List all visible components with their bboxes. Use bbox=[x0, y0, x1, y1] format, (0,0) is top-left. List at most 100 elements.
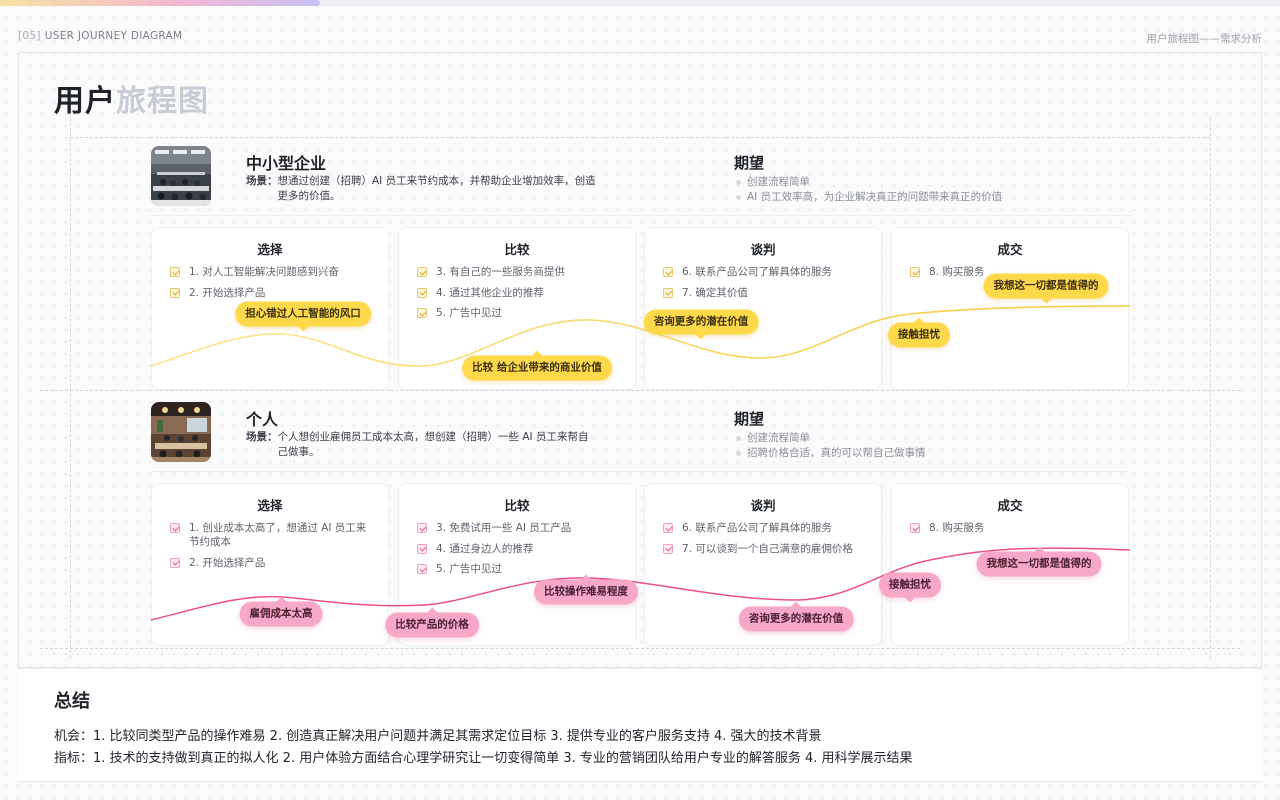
checkbox-icon bbox=[417, 308, 427, 318]
emotion-bubble: 比较操作难易程度 bbox=[534, 574, 638, 605]
stage-title: 比较 bbox=[504, 242, 530, 257]
stage-title: 选择 bbox=[257, 498, 283, 513]
checkbox-icon bbox=[417, 564, 427, 574]
guide-line bbox=[40, 648, 1240, 649]
expectation-list-sme: 创建流程简单 AI 员工效率高，为企业解决真正的问题带来真正的价值 bbox=[734, 175, 1002, 205]
persona-name-sme: 中小型企业 bbox=[246, 154, 327, 173]
scenario-label: 场景： bbox=[246, 431, 278, 443]
item-text: 4. 通过身边人的推荐 bbox=[436, 542, 534, 555]
checkbox-icon bbox=[170, 267, 180, 277]
office-photo-icon bbox=[151, 146, 211, 206]
list-item: 4. 通过其他企业的推荐 bbox=[417, 286, 617, 300]
stage-title: 谈判 bbox=[750, 498, 776, 513]
persona-divider bbox=[151, 215, 1131, 216]
list-item: 4. 通过身边人的推荐 bbox=[417, 542, 617, 556]
emotion-bubble: 担心错过人工智能的风口 bbox=[235, 301, 371, 332]
expectation-list-individual: 创建流程简单 招聘价格合适，真的可以帮自己做事情 bbox=[734, 431, 926, 461]
persona-photo-individual bbox=[151, 402, 211, 462]
emotion-bubble: 比较产品的价格 bbox=[385, 607, 479, 638]
stage-title: 选择 bbox=[257, 242, 283, 257]
checkbox-icon bbox=[663, 523, 673, 533]
page-title-light: 旅程图 bbox=[116, 84, 209, 119]
persona-scenario-sme: 场景： 想通过创建（招聘）AI 员工来节约成本，并帮助企业增加效率，创造更多的价… bbox=[246, 174, 596, 204]
item-text: 3. 免费试用一些 AI 员工产品 bbox=[436, 522, 572, 534]
emotion-bubble: 咨询更多的潜在价值 bbox=[738, 601, 854, 632]
persona-scenario-individual: 场景： 个人想创业雇佣员工成本太高，想创建（招聘）一些 AI 员工来帮自己做事。 bbox=[246, 430, 596, 460]
stage-items: 3. 有自己的一些服务商提供 4. 通过其他企业的推荐 5. 广告中见过 bbox=[417, 265, 617, 320]
list-item: 3. 免费试用一些 AI 员工产品 bbox=[417, 521, 617, 535]
guide-line bbox=[1210, 118, 1211, 658]
expectation-item: 创建流程简单 bbox=[734, 175, 1002, 190]
list-item: 2. 开始选择产品 bbox=[170, 556, 370, 570]
item-text: 8. 购买服务 bbox=[929, 266, 985, 278]
stage-title: 成交 bbox=[997, 498, 1023, 513]
page-title: 用户旅程图 bbox=[54, 76, 209, 120]
scenario-label: 场景： bbox=[246, 175, 278, 187]
expectation-item: AI 员工效率高，为企业解决真正的问题带来真正的价值 bbox=[734, 190, 1002, 205]
list-item: 8. 购买服务 bbox=[910, 521, 1110, 535]
stage-card-negotiate: 谈判 6. 联系产品公司了解具体的服务 7. 确定其价值 bbox=[644, 227, 882, 390]
item-text: 1. 对人工智能解决问题感到兴奋 bbox=[189, 266, 339, 278]
item-text: 6. 联系产品公司了解具体的服务 bbox=[682, 522, 832, 534]
list-item: 5. 广告中见过 bbox=[417, 306, 617, 320]
checkbox-icon bbox=[170, 287, 180, 298]
checkbox-icon bbox=[417, 523, 427, 533]
item-text: 2. 开始选择产品 bbox=[189, 556, 266, 569]
item-text: 7. 确定其价值 bbox=[682, 286, 748, 299]
list-item: 2. 开始选择产品 bbox=[170, 286, 370, 300]
checkbox-icon bbox=[417, 543, 427, 554]
top-progress-track bbox=[0, 0, 1280, 6]
section-label: [05]USER JOURNEY DIAGRAM bbox=[18, 30, 182, 42]
checkbox-icon bbox=[663, 543, 673, 554]
guide-line bbox=[40, 390, 1240, 391]
guide-line bbox=[70, 137, 1210, 138]
stage-items: 1. 对人工智能解决问题感到兴奋 2. 开始选择产品 bbox=[170, 265, 370, 300]
checkbox-icon bbox=[417, 267, 427, 277]
item-text: 5. 广告中见过 bbox=[436, 307, 502, 319]
section-number: [05] bbox=[18, 30, 41, 42]
emotion-bubble: 接触担忧 bbox=[879, 572, 941, 603]
diagram-frame bbox=[18, 52, 1262, 668]
item-text: 6. 联系产品公司了解具体的服务 bbox=[682, 266, 832, 278]
top-progress-fill bbox=[0, 0, 320, 6]
item-text: 4. 通过其他企业的推荐 bbox=[436, 286, 544, 299]
item-text: 7. 可以谈到一个自己满意的雇佣价格 bbox=[682, 542, 853, 555]
list-item: 1. 创业成本太高了，想通过 AI 员工来节约成本 bbox=[170, 521, 370, 549]
item-text: 5. 广告中见过 bbox=[436, 563, 502, 575]
page-title-dark: 用户 bbox=[54, 84, 116, 119]
emotion-bubble: 我想这一切都是值得的 bbox=[983, 273, 1109, 304]
persona-photo-office bbox=[151, 146, 211, 206]
emotion-bubble: 我想这一切都是值得的 bbox=[976, 546, 1102, 577]
checkbox-icon bbox=[170, 523, 180, 533]
list-item: 7. 可以谈到一个自己满意的雇佣价格 bbox=[663, 542, 863, 556]
stage-items: 8. 购买服务 bbox=[910, 265, 1110, 279]
list-item: 7. 确定其价值 bbox=[663, 286, 863, 300]
stage-items: 6. 联系产品公司了解具体的服务 7. 可以谈到一个自己满意的雇佣价格 bbox=[663, 521, 863, 556]
expectation-item: 创建流程简单 bbox=[734, 431, 926, 446]
checkbox-icon bbox=[663, 267, 673, 277]
emotion-bubble: 雇佣成本太高 bbox=[239, 596, 323, 627]
summary-title: 总结 bbox=[54, 691, 90, 712]
persona-name-individual: 个人 bbox=[246, 410, 279, 429]
item-text: 1. 创业成本太高了，想通过 AI 员工来节约成本 bbox=[189, 522, 367, 548]
persona-divider bbox=[151, 471, 1131, 472]
stage-title: 成交 bbox=[997, 242, 1023, 257]
workspace-photo-icon bbox=[151, 402, 211, 462]
expectation-item: 招聘价格合适，真的可以帮自己做事情 bbox=[734, 446, 926, 461]
item-text: 2. 开始选择产品 bbox=[189, 286, 266, 299]
summary-metrics: 指标：1. 技术的支持做到真正的拟人化 2. 用户体验方面结合心理学研究让一切变… bbox=[54, 751, 913, 766]
list-item: 3. 有自己的一些服务商提供 bbox=[417, 265, 617, 279]
expectation-title-individual: 期望 bbox=[734, 410, 765, 428]
summary-opportunities: 机会：1. 比较同类型产品的操作难易 2. 创造真正解决用户问题并满足其需求定位… bbox=[54, 729, 822, 744]
scenario-text: 想通过创建（招聘）AI 员工来节约成本，并帮助企业增加效率，创造更多的价值。 bbox=[277, 175, 596, 202]
checkbox-icon bbox=[910, 267, 920, 277]
expectation-title-sme: 期望 bbox=[734, 154, 765, 172]
checkbox-icon bbox=[170, 557, 180, 568]
stage-card-deal: 成交 8. 购买服务 bbox=[891, 227, 1129, 390]
stage-title: 比较 bbox=[504, 498, 530, 513]
summary-panel: 总结 机会：1. 比较同类型产品的操作难易 2. 创造真正解决用户问题并满足其需… bbox=[18, 668, 1262, 782]
emotion-bubble: 比较 给企业带来的商业价值 bbox=[462, 350, 612, 381]
stage-items: 1. 创业成本太高了，想通过 AI 员工来节约成本 2. 开始选择产品 bbox=[170, 521, 370, 570]
stage-title: 谈判 bbox=[750, 242, 776, 257]
checkbox-icon bbox=[663, 287, 673, 298]
